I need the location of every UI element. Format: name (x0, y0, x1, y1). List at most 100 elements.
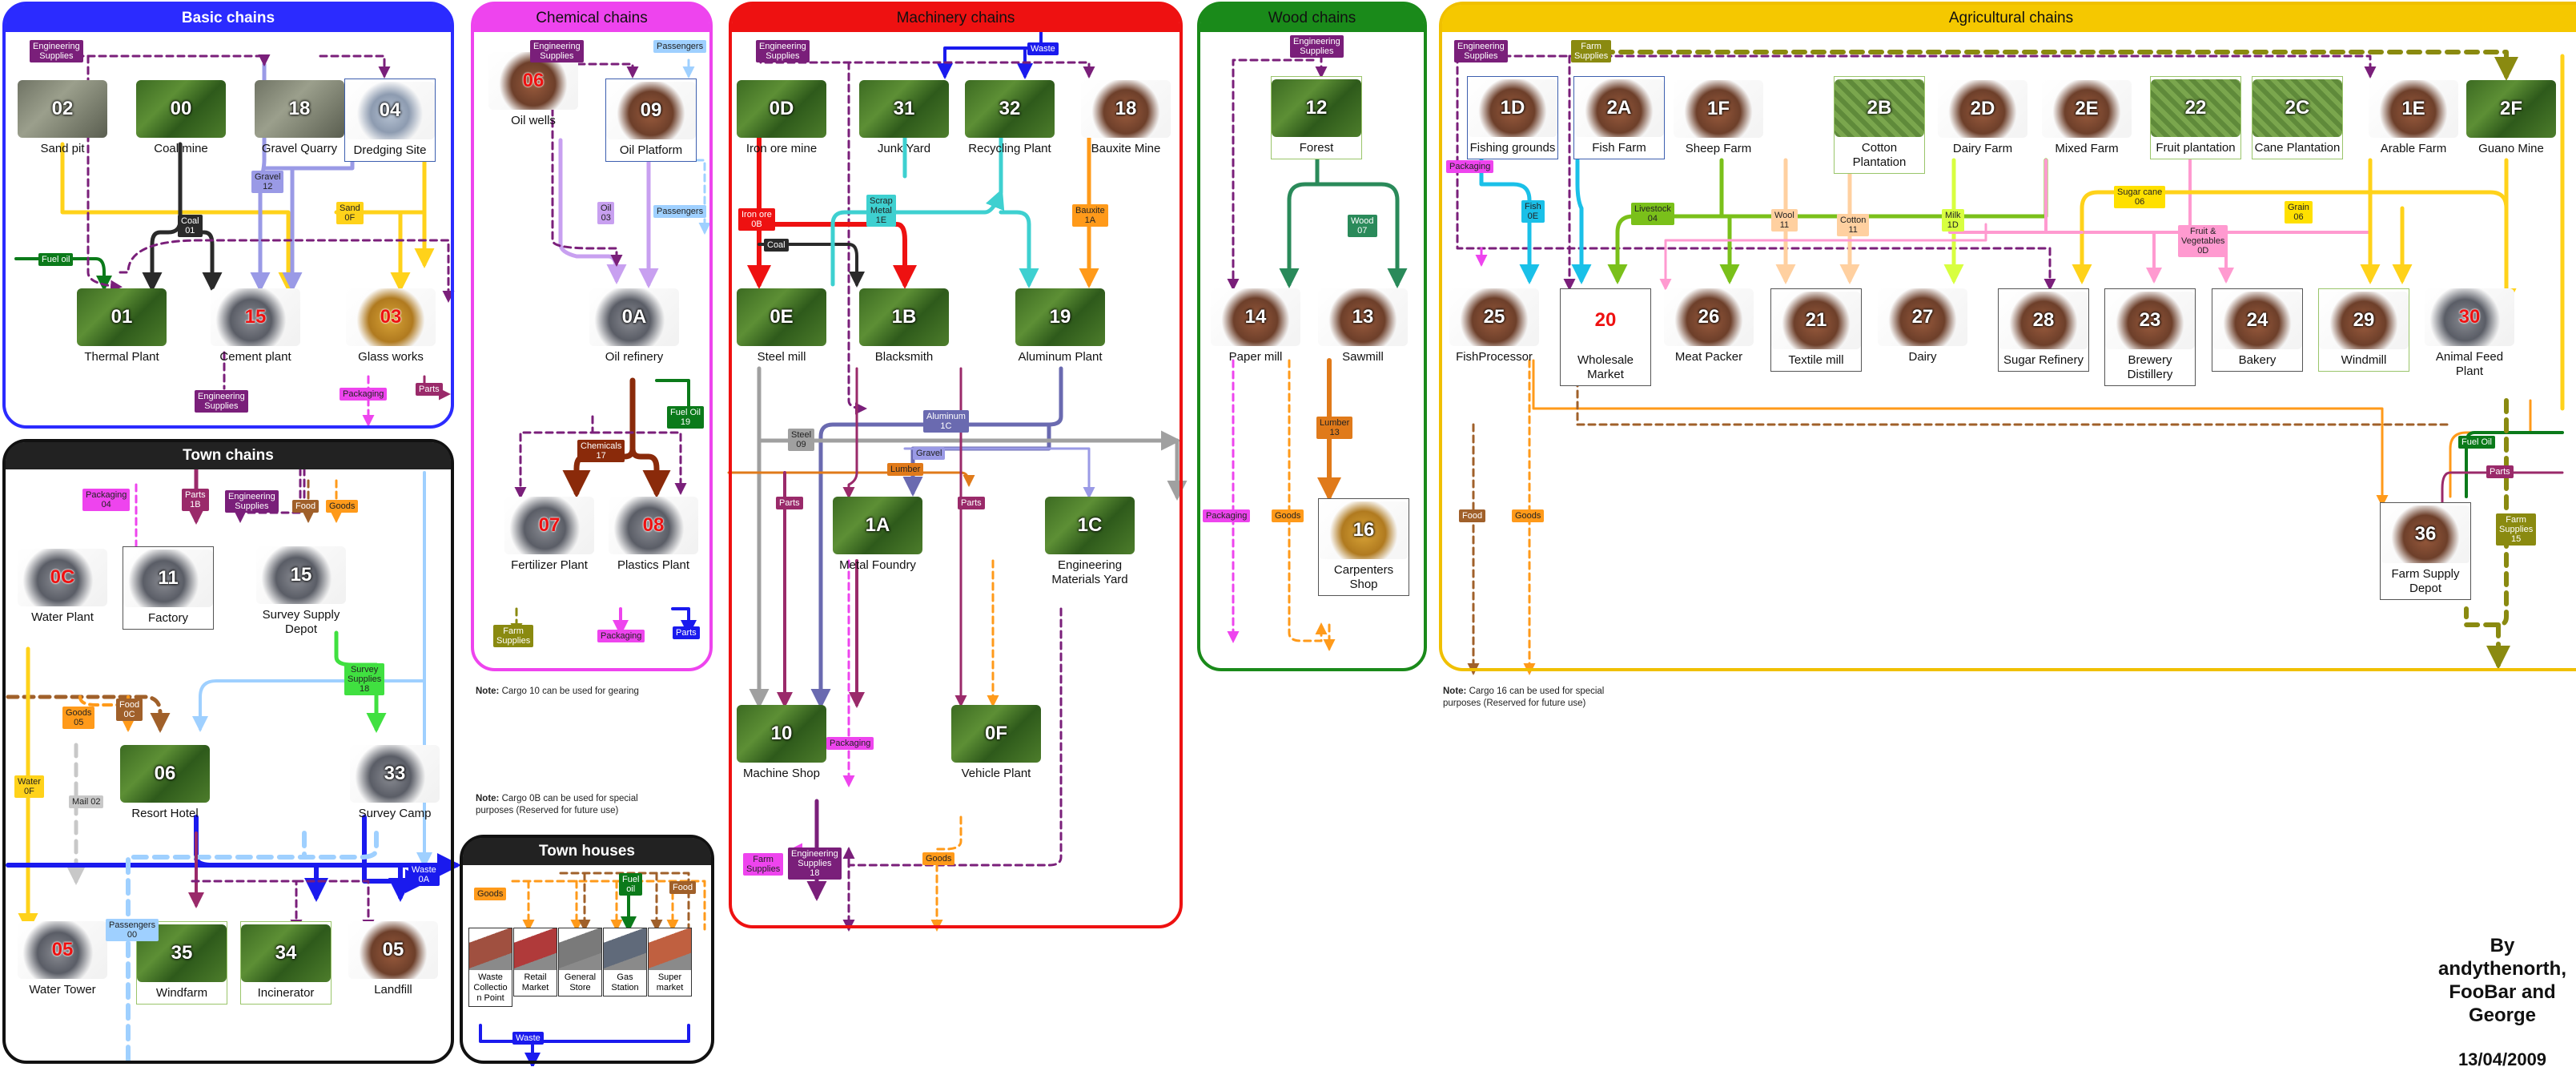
cargo-label: Lumber (887, 463, 924, 476)
cargo-label: Passengers (653, 205, 707, 218)
cargo-label: Passengers 00 (106, 919, 159, 941)
industry-sprite-icon: 07 (504, 497, 594, 554)
house-name: Retail Market (521, 972, 549, 992)
industry-sprite-icon: 21 (1771, 292, 1861, 349)
cargo-label: Goods (326, 500, 359, 513)
industry-code: 11 (158, 567, 179, 589)
industry-name: Windmill (2341, 353, 2387, 367)
industry-code: 00 (170, 98, 192, 119)
industry-name: Landfill (374, 983, 412, 997)
industry-sprite-icon: 1A (833, 497, 922, 554)
industry-code: 19 (1049, 306, 1071, 328)
cargo-label: Milk 1D (1942, 209, 1964, 232)
cargo-label: Sand 0F (336, 202, 364, 224)
industry-sprite-icon: 31 (859, 80, 949, 138)
panel-title: Wood chains (1200, 5, 1424, 32)
industry-name: Dredging Site (353, 143, 427, 157)
industry-code: 35 (171, 942, 193, 964)
panel-title: Basic chains (6, 5, 451, 32)
panel-basic-chains: Basic chains (2, 2, 454, 429)
cargo-label: Iron ore 0B (738, 208, 775, 231)
credits-line: By (2490, 935, 2515, 956)
industry-sprite-icon: 0A (589, 288, 679, 346)
industry-name: Fish Farm (1592, 141, 1646, 155)
industry-name: Farm Supply Depot (2391, 567, 2460, 595)
cargo-label: Fuel Oil (2458, 436, 2495, 449)
town-house: Waste Collectio n Point (468, 928, 512, 1007)
cargo-label: Waste (1027, 42, 1059, 55)
note-cargo-16: Note: Cargo 16 can be used for special p… (1443, 686, 1605, 708)
cargo-label: Farm Supplies (743, 853, 784, 876)
industry-code: 24 (2246, 309, 2269, 331)
industry-name: Sand pit (40, 142, 85, 155)
industry-name: Textile mill (1788, 353, 1844, 367)
note-cargo-0b: Note: Cargo 0B can be used for special p… (476, 794, 638, 815)
panel-town-chains: Town chains (2, 439, 454, 1064)
industry-name: Guano Mine (2478, 142, 2544, 155)
industry-sprite-icon: 13 (1318, 288, 1408, 346)
industry-code: 2B (1867, 97, 1892, 119)
industry-sprite-icon: 19 (1015, 288, 1105, 346)
cargo-label: Packaging (1203, 509, 1251, 522)
industry-code: 10 (770, 723, 793, 744)
cargo-label: Mail 02 (69, 795, 104, 808)
industry-code: 36 (2414, 523, 2437, 545)
industry-code: 09 (640, 99, 662, 121)
industry-name: Windfarm (155, 986, 208, 1000)
industry-sprite-icon: 00 (136, 80, 226, 138)
cargo-label: Goods 05 (62, 707, 95, 729)
industry-sprite-icon: 15 (256, 546, 346, 604)
industry-code: 22 (2184, 97, 2207, 119)
industry-name: Fertilizer Plant (511, 558, 588, 572)
industry-name: Water Plant (31, 610, 94, 624)
industry-name: Cement plant (219, 350, 291, 364)
industry-sprite-icon: 05 (18, 921, 107, 979)
industry-code: 1F (1706, 98, 1730, 119)
industry-sprite-icon: 1F (1674, 80, 1763, 138)
industry-name: Survey Camp (358, 807, 432, 820)
cargo-label: Farm Supplies 15 (2496, 513, 2537, 546)
cargo-label: Engineering Supplies (530, 40, 584, 62)
cargo-label: Coal 01 (178, 215, 203, 237)
cargo-label: Goods (1272, 509, 1304, 522)
industry-sprite-icon: 18 (1081, 80, 1171, 138)
cargo-label: Grain 06 (2285, 201, 2313, 223)
industry-code: 30 (2458, 306, 2481, 328)
cargo-label: Parts 1B (182, 489, 209, 511)
cargo-label: Cotton 11 (1837, 214, 1870, 236)
panel-chemical-chains: Chemical chains (471, 2, 713, 671)
cargo-label: Gravel (913, 447, 946, 460)
panel-title: Agricultural chains (1442, 5, 2576, 32)
town-house: Retail Market (513, 928, 557, 997)
industry-sprite-icon: 10 (737, 705, 826, 763)
cargo-label: Steel 09 (788, 429, 815, 451)
industry-sprite-icon: 32 (965, 80, 1055, 138)
flow-sand (60, 142, 299, 292)
industry-name: Glass works (358, 350, 424, 364)
cargo-label: Parts (2486, 465, 2514, 478)
industry-sprite-icon: 27 (1878, 288, 1967, 346)
industry-name: Bakery (2238, 353, 2277, 367)
industry-sprite-icon: 0F (951, 705, 1041, 763)
industry-sprite-icon: 26 (1664, 288, 1754, 346)
industry-code: 2F (2499, 98, 2522, 119)
industry-name: Thermal Plant (84, 350, 159, 364)
cargo-label: Livestock 04 (1631, 203, 1674, 225)
cargo-label: Engineering Supplies 18 (788, 848, 842, 880)
industry-2f: 2F Guano Mine (2466, 80, 2556, 156)
industry-name: Water Tower (29, 983, 96, 997)
industry-sprite-icon: 28 (1999, 292, 2088, 349)
industry-code: 02 (51, 98, 74, 119)
industry-code: 32 (999, 98, 1021, 119)
